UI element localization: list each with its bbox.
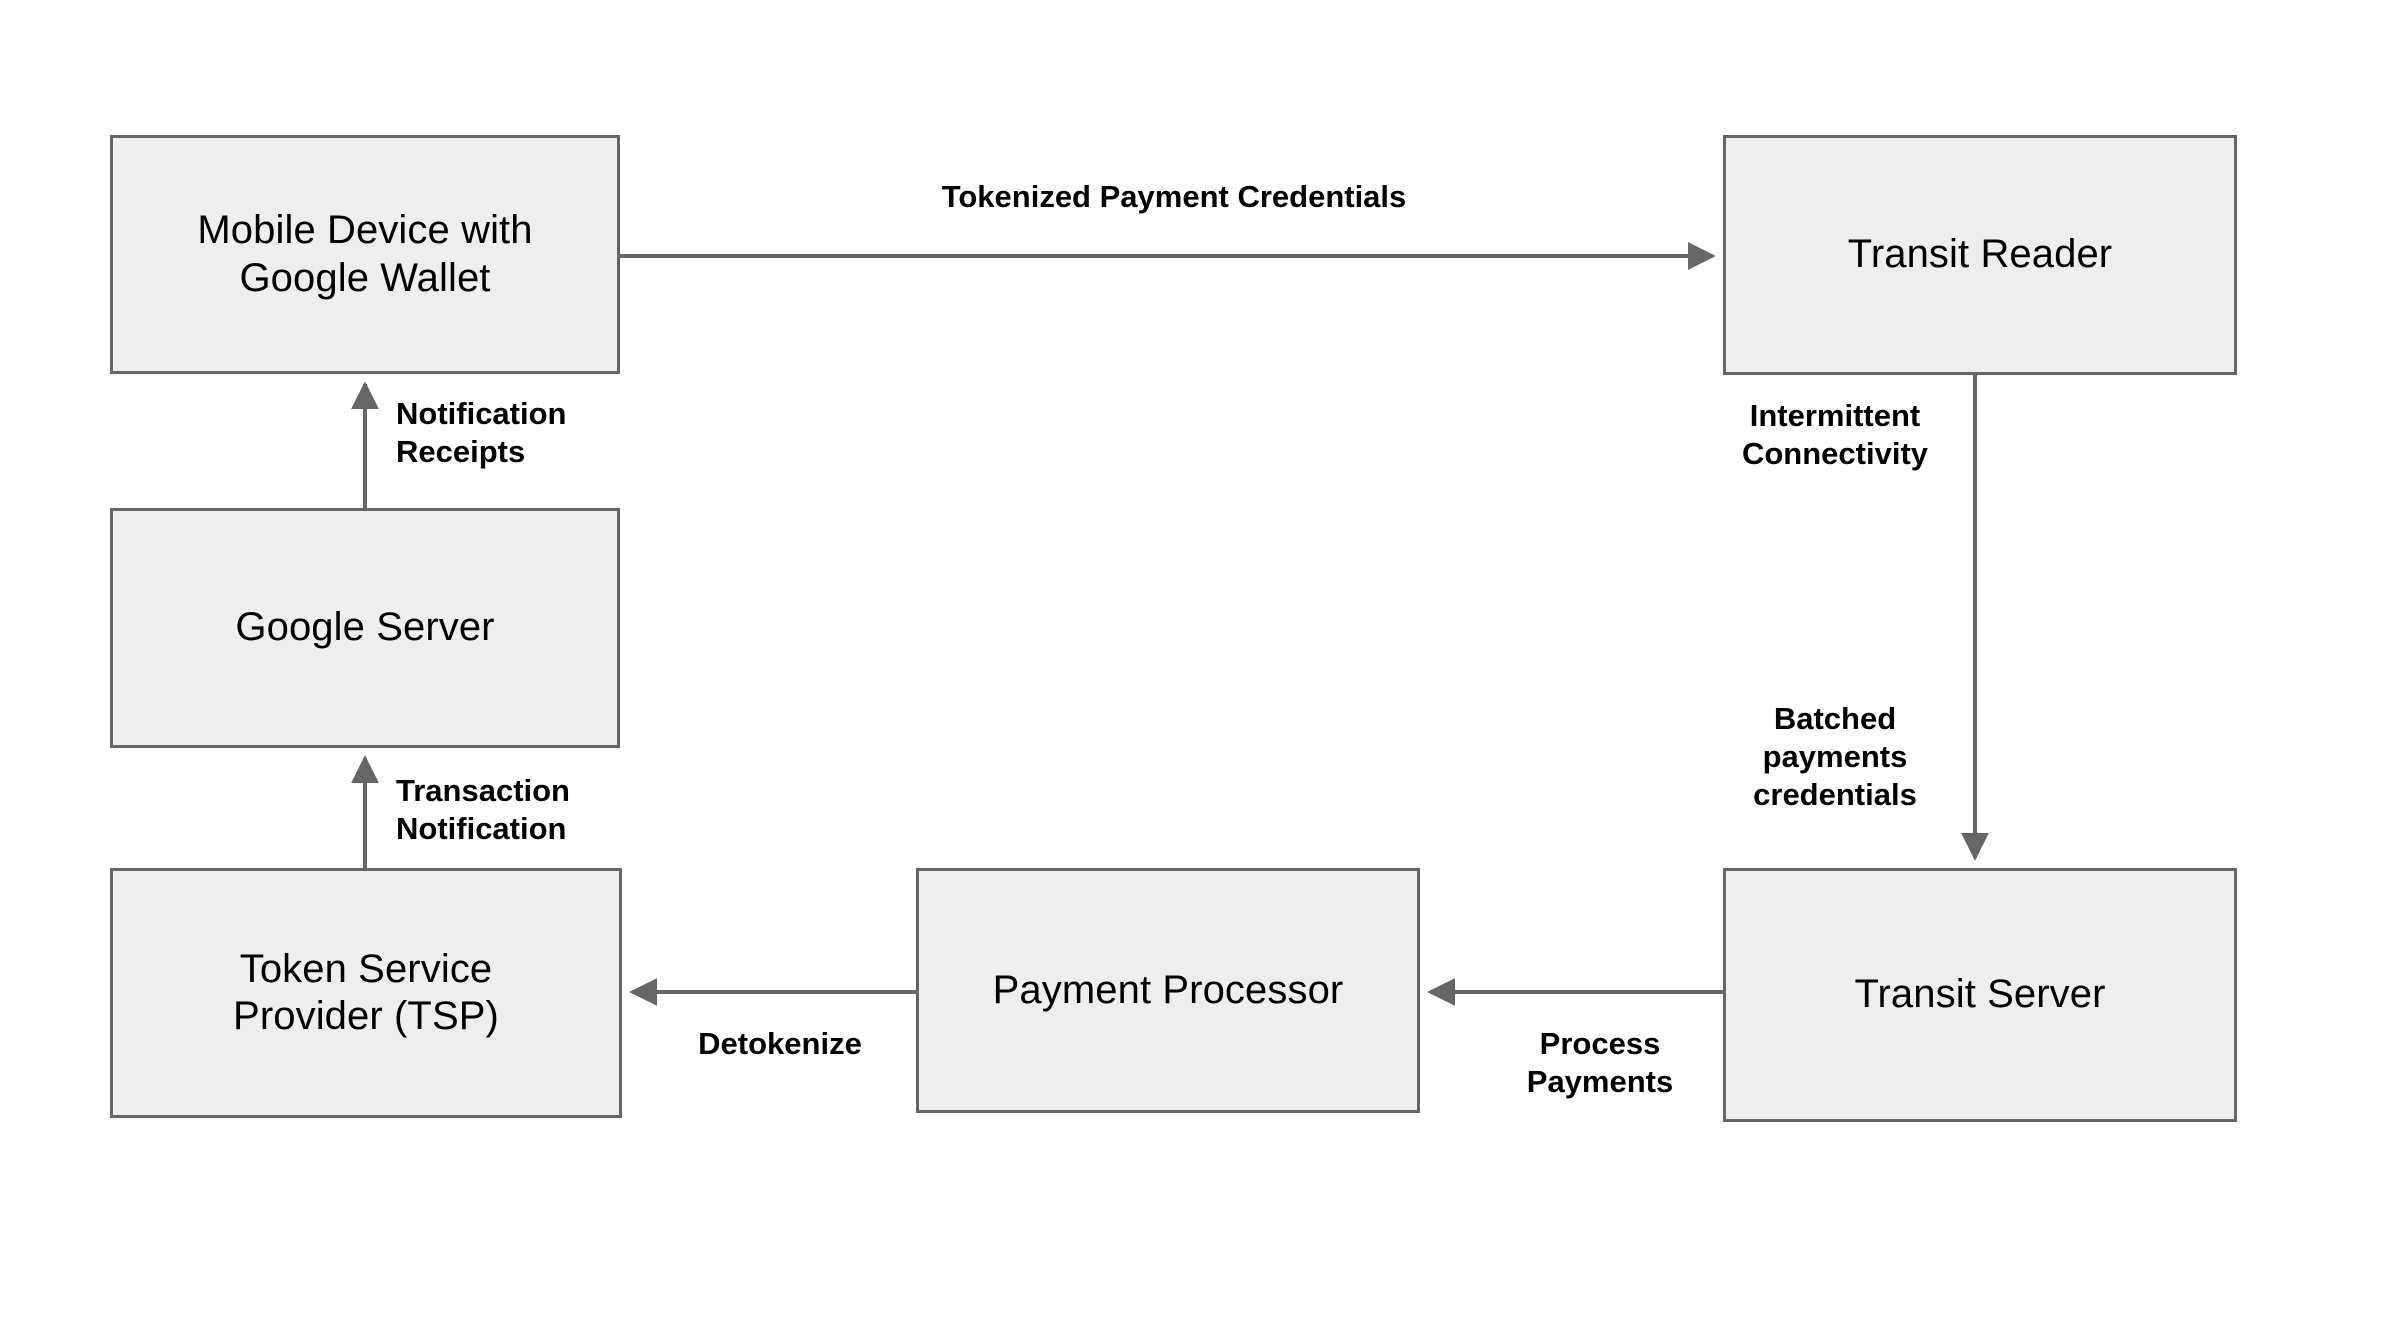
node-token-service-provider-label: Token Service Provider (TSP) (233, 946, 499, 1038)
edge-label-process-payments: Process Payments (1526, 1026, 1674, 1099)
edge-label-detokenize: Detokenize (698, 1026, 862, 1061)
node-mobile-device-label: Mobile Device with Google Wallet (197, 208, 533, 300)
node-token-service-provider[interactable]: Token Service Provider (TSP) (110, 868, 622, 1118)
node-transit-server[interactable]: Transit Server (1723, 868, 2237, 1122)
node-google-server[interactable]: Google Server (110, 508, 620, 748)
node-payment-processor[interactable]: Payment Processor (916, 868, 1420, 1113)
node-transit-reader[interactable]: Transit Reader (1723, 135, 2237, 375)
edge-label-tokenized-payment-credentials: Tokenized Payment Credentials (941, 179, 1407, 214)
node-google-server-label: Google Server (235, 605, 495, 650)
node-mobile-device[interactable]: Mobile Device with Google Wallet (110, 135, 620, 374)
edge-label-intermittent-connectivity: Intermittent Connectivity (1741, 398, 1929, 471)
edge-label-batched-payments-credentials: Batched payments credentials (1753, 701, 1917, 812)
node-payment-processor-label: Payment Processor (992, 967, 1344, 1012)
edge-label-notification-receipts: Notification Receipts (396, 396, 567, 469)
node-transit-reader-label: Transit Reader (1847, 232, 2113, 277)
edge-label-transaction-notification: Transaction Notification (396, 773, 570, 846)
node-transit-server-label: Transit Server (1854, 972, 2106, 1017)
